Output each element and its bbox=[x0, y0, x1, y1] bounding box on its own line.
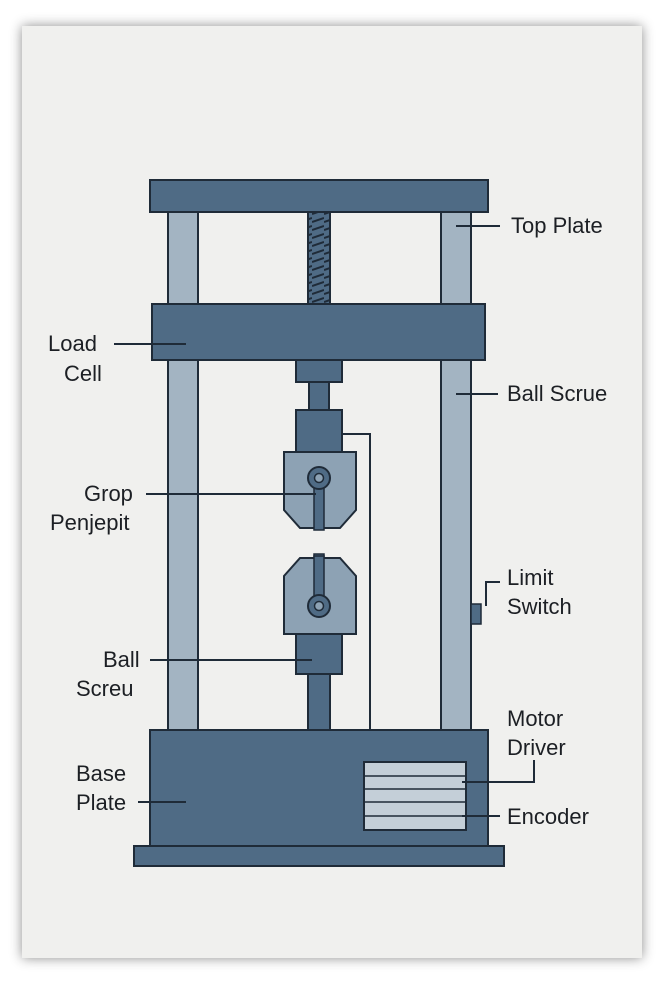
limit-switch bbox=[470, 603, 482, 625]
lower-grip-block bbox=[295, 633, 343, 675]
label-limit-line1: Limit bbox=[507, 565, 553, 590]
label-ball-scrue: Ball Scrue bbox=[507, 381, 607, 406]
label-base-line2: Plate bbox=[76, 790, 126, 815]
encoder-vent bbox=[363, 761, 467, 831]
vent-slats bbox=[364, 775, 466, 817]
label-motor-line1: Motor bbox=[507, 706, 563, 731]
leader-motor-driver bbox=[462, 760, 535, 783]
load-cell-block bbox=[295, 359, 343, 383]
lower-pin-hole bbox=[313, 600, 325, 612]
label-top-plate: Top Plate bbox=[511, 213, 603, 238]
label-load-cell-line2: Cell bbox=[64, 361, 102, 386]
lead-screw bbox=[307, 209, 331, 307]
upper-pin-hole bbox=[313, 472, 325, 484]
right-column bbox=[440, 209, 472, 733]
base-plate bbox=[133, 845, 505, 867]
label-grop-line1: Grop bbox=[84, 481, 133, 506]
upper-grip-block bbox=[295, 409, 343, 453]
label-ball-screu-line2: Screu bbox=[76, 676, 133, 701]
lower-shaft bbox=[307, 673, 331, 733]
label-base-line1: Base bbox=[76, 761, 126, 786]
label-limit-line2: Switch bbox=[507, 594, 572, 619]
leader-limit-switch bbox=[485, 581, 500, 606]
top-plate bbox=[149, 179, 489, 213]
upper-shaft bbox=[308, 381, 330, 413]
label-encoder: Encoder bbox=[507, 804, 589, 829]
label-ball-screu-line1: Ball bbox=[103, 647, 140, 672]
crosshead-beam bbox=[151, 303, 486, 361]
label-load-cell-line1: Load bbox=[48, 331, 97, 356]
left-column bbox=[167, 209, 199, 733]
label-motor-line2: Driver bbox=[507, 735, 566, 760]
signal-wire bbox=[342, 433, 371, 730]
label-grop-line2: Penjepit bbox=[50, 510, 130, 535]
